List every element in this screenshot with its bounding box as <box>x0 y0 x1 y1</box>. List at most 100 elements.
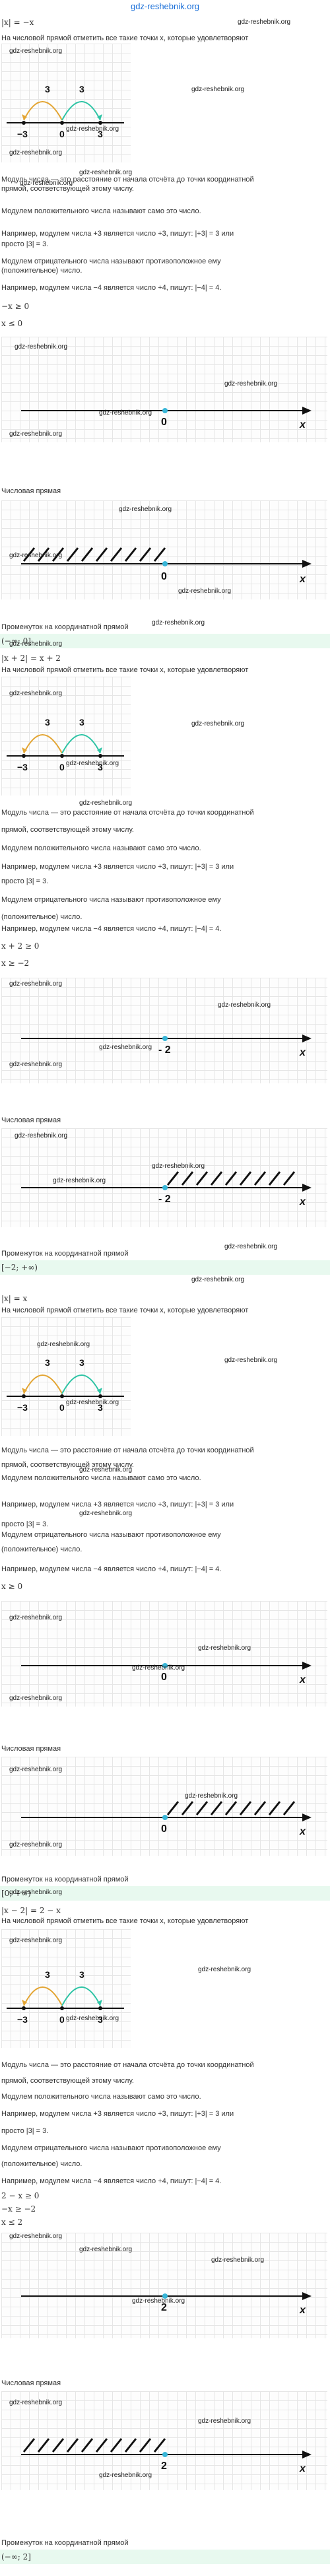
arc-label-left: 3 <box>45 84 50 94</box>
tick-label-plus-3: 3 <box>98 129 103 139</box>
solution-number-line: - 2 x <box>21 1034 312 1058</box>
hatch-4 <box>66 547 79 562</box>
positive-rule: Модулем положительного числа называют са… <box>1 2093 201 2101</box>
negative-rule: Модулем отрицательного числа называют пр… <box>1 1531 221 1539</box>
answer-band: [−2; +∞) <box>0 1260 330 1275</box>
tick-label-zero: 0 <box>59 1402 65 1413</box>
answer-formula: [0; +∞) <box>1 1889 31 1898</box>
watermark: gdz-reshebnik.org <box>238 18 291 26</box>
watermark: gdz-reshebnik.org <box>99 2472 152 2479</box>
watermark: gdz-reshebnik.org <box>191 1276 245 1283</box>
inequality-1: x + 2 ≥ 0 <box>1 941 40 951</box>
arc-label-left: 3 <box>45 717 50 728</box>
example-number-line: 3 3 −3 0 3 <box>7 1357 124 1413</box>
inequality-2: x ≤ 0 <box>1 319 23 328</box>
watermark: gdz-reshebnik.org <box>15 343 68 351</box>
left-arc <box>23 101 63 121</box>
hatch-2 <box>181 1171 194 1186</box>
inequality-2: x ≥ −2 <box>1 959 30 968</box>
watermark: gdz-reshebnik.org <box>66 760 119 767</box>
interval-grid <box>1 1128 327 1227</box>
positive-example: Например, модулем числа +3 является числ… <box>1 1501 234 1508</box>
tick-label-zero: 0 <box>59 762 65 772</box>
watermark: gdz-reshebnik.org <box>99 409 152 417</box>
watermark: gdz-reshebnik.org <box>191 86 245 93</box>
point-minus-3 <box>22 121 26 125</box>
solution-section-3: |x| = x На числовой прямой отметить все … <box>0 1276 330 1931</box>
negative-example: Например, модулем числа −4 является числ… <box>1 2177 222 2185</box>
interval-caption: Промежуток на координатной прямой <box>1 1250 129 1258</box>
watermark: gdz-reshebnik.org <box>178 588 232 595</box>
left-arc <box>23 1986 63 2006</box>
tick-label-minus-3: −3 <box>17 129 28 139</box>
point-minus-3 <box>22 2006 26 2010</box>
hatch-6 <box>239 1171 252 1186</box>
arc-label-right: 3 <box>79 84 84 94</box>
axis-variable: x <box>299 574 306 585</box>
watermark: gdz-reshebnik.org <box>37 1341 90 1348</box>
positive-rule: Модулем положительного числа называют са… <box>1 1474 201 1482</box>
hatch-4 <box>210 1171 223 1186</box>
watermark: gdz-reshebnik.org <box>9 640 63 648</box>
point-minus-3 <box>22 1394 26 1398</box>
task-formula: |x − 2| = 2 − x <box>1 1906 61 1915</box>
interval-caption: Промежуток на координатной прямой <box>1 1876 129 1883</box>
line-prompt-continued: прямой, соответствующей этому числу. <box>1 2077 134 2085</box>
hatch-8 <box>124 2438 137 2453</box>
hatch-8 <box>268 1801 281 1815</box>
hatch-4 <box>66 2438 79 2453</box>
positive-example: Например, модулем числа +3 является числ… <box>1 230 234 238</box>
point-marker <box>162 2293 168 2299</box>
hatch-9 <box>282 1171 296 1186</box>
watermark: gdz-reshebnik.org <box>152 619 205 627</box>
axis-arrowhead <box>302 407 312 415</box>
point-zero <box>60 121 64 125</box>
hatch-2 <box>37 547 50 562</box>
watermark: gdz-reshebnik.org <box>9 2233 63 2240</box>
point-plus-3 <box>98 1394 102 1398</box>
watermark: gdz-reshebnik.org <box>9 2399 63 2406</box>
watermark: gdz-reshebnik.org <box>198 2418 251 2425</box>
watermark: gdz-reshebnik.org <box>185 1792 238 1800</box>
watermark: gdz-reshebnik.org <box>9 430 63 438</box>
axis-arrowhead <box>302 560 312 568</box>
interval-caption: Промежуток на координатной прямой <box>1 2539 129 2547</box>
arc-label-right: 3 <box>79 1969 84 1980</box>
hatch-3 <box>195 1801 209 1815</box>
task-formula: |x + 2| = x + 2 <box>1 654 61 663</box>
example-number-line: 3 3 −3 0 3 <box>7 84 124 139</box>
site-title[interactable]: gdz-reshebnik.org <box>130 1 200 11</box>
hatch-6 <box>95 2438 108 2453</box>
negative-example: Например, модулем числа −4 является числ… <box>1 925 222 933</box>
hatch-7 <box>110 547 123 562</box>
solution-number-line: 2 x <box>21 2292 312 2316</box>
tick-label-zero: 0 <box>59 2014 65 2025</box>
right-arc-arrowhead <box>97 1388 102 1394</box>
answer-band: (−∞; 0] <box>0 634 330 648</box>
line-prompt: На числовой прямой отметить все такие то… <box>1 666 249 674</box>
axis-variable: x <box>299 1196 306 1207</box>
tick-label-minus-3: −3 <box>17 762 28 772</box>
point-plus-3 <box>98 754 102 758</box>
positive-rule: Модулем положительного числа называют са… <box>1 207 201 215</box>
right-arc <box>61 1374 101 1394</box>
arc-label-left: 3 <box>45 1969 50 1980</box>
task-formula: |x| = −x <box>1 18 34 27</box>
positive-example-continued: просто |3| = 3. <box>1 877 49 885</box>
hatch-10 <box>153 2438 166 2453</box>
number-line-caption: Числовая прямая <box>1 1116 61 1124</box>
example-grid <box>1 1317 131 1436</box>
point-marker <box>162 1663 168 1668</box>
tick-label-minus-3: −3 <box>17 1402 28 1413</box>
positive-example: Например, модулем числа +3 является числ… <box>1 2110 234 2118</box>
watermark: gdz-reshebnik.org <box>152 1163 205 1170</box>
line-prompt-continued: прямой, соответствующей этому числу. <box>1 1461 134 1469</box>
axis-variable: x <box>299 1674 306 1685</box>
watermark: gdz-reshebnik.org <box>79 2246 133 2253</box>
inequality-1: 2 − x ≥ 0 <box>1 2191 40 2200</box>
right-arc <box>61 101 101 121</box>
hatch-1 <box>22 2438 36 2453</box>
point-plus-3 <box>98 121 102 125</box>
hatch-10 <box>153 547 166 562</box>
hatch-9 <box>139 2438 152 2453</box>
